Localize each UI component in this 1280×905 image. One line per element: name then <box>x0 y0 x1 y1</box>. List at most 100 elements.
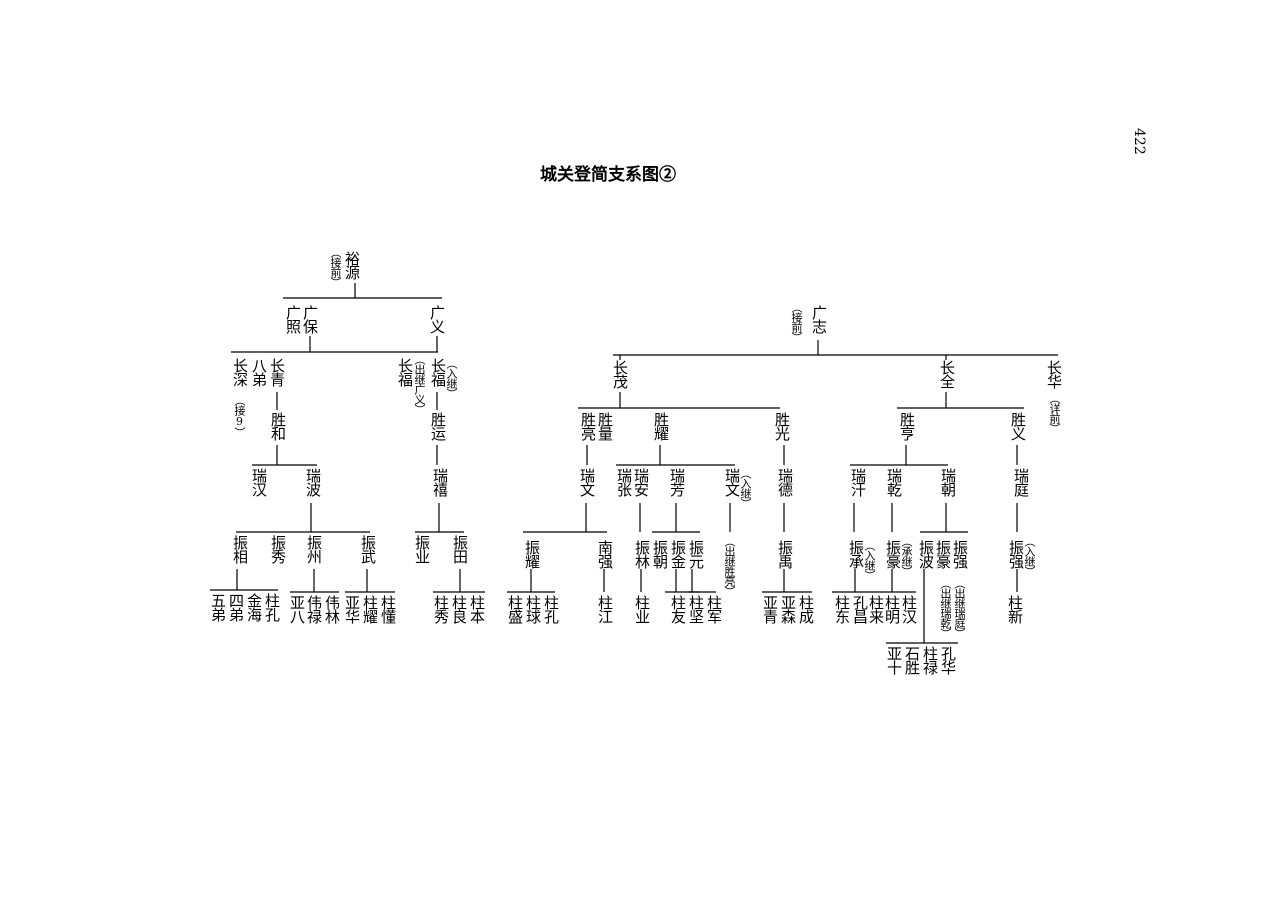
node-r3-d: 孔华 <box>939 646 957 674</box>
node-r1-m: 柱本 <box>468 595 486 623</box>
note-zhenhao: （承继） <box>900 536 913 576</box>
node-ruiwen2: 瑞文 <box>723 468 741 496</box>
node-r2-n: 柱来 <box>867 595 885 623</box>
node-guangzhi: 广志 <box>810 305 828 333</box>
node-r2-e: 柱业 <box>633 595 651 623</box>
node-ruiwen: 瑞文 <box>578 468 596 496</box>
node-r2-q: 柱新 <box>1006 595 1024 623</box>
node-r2-l: 柱东 <box>833 595 851 623</box>
node-ruichao: 瑞朝 <box>939 468 957 496</box>
node-zhenqiang: 振强 <box>951 540 969 568</box>
node-ruixi: 瑞禧 <box>431 468 449 496</box>
node-r2-p: 柱汉 <box>900 595 918 623</box>
node-ruibo: 瑞波 <box>304 468 322 496</box>
node-zhenbo: 振波 <box>917 540 935 568</box>
note-chuji-ruiqian: （出继瑞乾） <box>939 578 952 638</box>
node-r2-g: 柱坚 <box>687 595 705 623</box>
diagram-title: 城关登简支系图② <box>540 165 676 185</box>
node-r1-e: 亚八 <box>288 595 306 623</box>
node-r1-b: 四弟 <box>227 593 245 621</box>
node-changhua: 长华 <box>1045 360 1063 388</box>
node-zhenye: 振业 <box>413 535 431 563</box>
node-r3-c: 柱禄 <box>921 646 939 674</box>
node-r1-h: 亚华 <box>343 595 361 623</box>
page-number: 422 <box>1131 128 1147 155</box>
node-r1-k: 柱秀 <box>432 595 450 623</box>
node-zhenjin: 振金 <box>669 540 687 568</box>
node-nanqiang: 南强 <box>596 540 614 568</box>
node-shengyun: 胜运 <box>429 412 447 440</box>
node-zhenzhou: 振州 <box>305 535 323 563</box>
note-zhencheng: （入继） <box>863 540 876 580</box>
node-shengyao: 胜耀 <box>652 412 670 440</box>
node-zhenxiu: 振秀 <box>269 535 287 563</box>
node-r2-d: 柱江 <box>596 595 614 623</box>
node-r2-i: 亚青 <box>761 595 779 623</box>
node-guangzhao: 广照 <box>284 305 302 333</box>
node-ruiqian: 瑞乾 <box>885 468 903 496</box>
node-r2-b: 柱球 <box>524 595 542 623</box>
node-shenghe: 胜和 <box>269 412 287 440</box>
note-changfu-in: （入继） <box>445 358 458 398</box>
node-r1-i: 柱耀 <box>361 595 379 623</box>
node-ruiting: 瑞庭 <box>1012 468 1030 496</box>
node-zhenlin: 振林 <box>633 540 651 568</box>
node-r2-a: 柱盛 <box>506 595 524 623</box>
node-changfu-out: 长福 <box>396 358 414 386</box>
node-r2-o: 柱明 <box>883 595 901 623</box>
node-guangbao: 广保 <box>301 305 319 333</box>
node-r2-c: 柱孔 <box>542 595 560 623</box>
node-zhenhao2: 振豪 <box>934 540 952 568</box>
node-r3-a: 亚十 <box>885 646 903 674</box>
node-r2-k: 柱成 <box>797 595 815 623</box>
node-r1-a: 五弟 <box>209 593 227 621</box>
node-ruizhang: 瑞张 <box>615 468 633 496</box>
node-zhentian: 振田 <box>451 535 469 563</box>
node-zhenxiang: 振相 <box>231 535 249 563</box>
node-r1-f: 伟禄 <box>305 595 323 623</box>
node-ruian: 瑞安 <box>632 468 650 496</box>
node-guangyi: 广义 <box>428 305 446 333</box>
node-r1-c: 金海 <box>245 593 263 621</box>
node-shengliang1: 胜亮 <box>579 412 597 440</box>
node-zhenyao: 振耀 <box>523 540 541 568</box>
node-zhenyu: 振禹 <box>776 540 794 568</box>
node-zhencheng: 振承 <box>847 540 865 568</box>
node-shengguang: 胜光 <box>773 412 791 440</box>
node-r1-d: 柱孔 <box>263 593 281 621</box>
node-yuyuan: 裕源 <box>343 251 361 279</box>
node-ruifang: 瑞芳 <box>668 468 686 496</box>
node-shengliang2: 胜量 <box>596 412 614 440</box>
node-zhenchao: 振朝 <box>651 540 669 568</box>
node-changshen: 长深 <box>231 358 249 386</box>
node-changquan: 长全 <box>938 360 956 388</box>
node-shengheng: 胜亨 <box>898 412 916 440</box>
node-r1-g: 伟林 <box>323 595 341 623</box>
node-r2-j: 亚森 <box>779 595 797 623</box>
node-r2-f: 柱友 <box>669 595 687 623</box>
node-ruihan: 瑞汉 <box>250 468 268 496</box>
note-changshen: （接9） <box>233 395 246 437</box>
note-guangzhi: （接前） <box>790 302 803 342</box>
node-zhenyuan: 振元 <box>687 540 705 568</box>
note-changfu-out: （出继广义） <box>413 354 426 414</box>
node-changmao: 长茂 <box>611 360 629 388</box>
note-chuji-ruiting: （出继瑞庭） <box>953 578 966 638</box>
note-zhenqiang2: （入继） <box>1023 536 1036 576</box>
node-badi: 八弟 <box>250 358 268 386</box>
node-ruigan: 瑞汗 <box>849 468 867 496</box>
node-zhenqiang2: 振强 <box>1007 540 1025 568</box>
node-zhenwu: 振武 <box>359 535 377 563</box>
node-changfu-in: 长福 <box>429 358 447 386</box>
node-r1-l: 柱良 <box>450 595 468 623</box>
note-yuyuan: （接前） <box>329 247 342 287</box>
node-shengyi: 胜义 <box>1009 412 1027 440</box>
node-ruide: 瑞德 <box>776 468 794 496</box>
note-chuji-shengliang: （出继胜亮） <box>723 536 736 596</box>
node-r2-h: 柱军 <box>705 595 723 623</box>
node-zhenhao: 振豪 <box>884 540 902 568</box>
node-changqing: 长青 <box>268 358 286 386</box>
node-r2-m: 孔昌 <box>851 595 869 623</box>
node-r3-b: 石胜 <box>903 646 921 674</box>
